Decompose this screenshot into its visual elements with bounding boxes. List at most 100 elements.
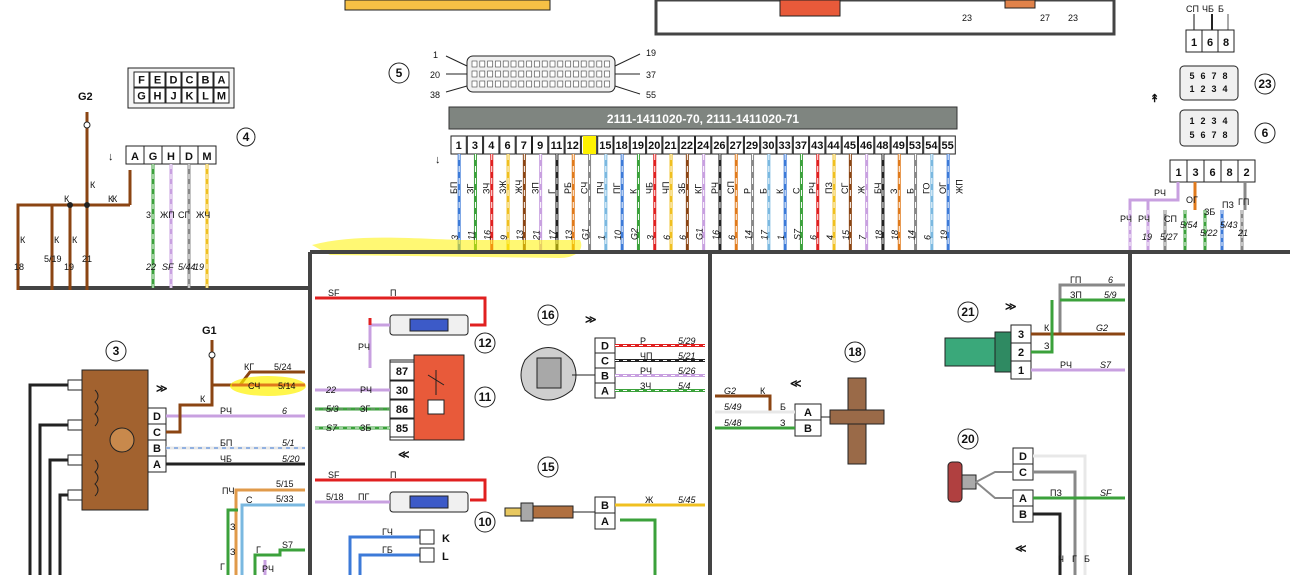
s21-number: 21: [961, 305, 975, 319]
c4-grid-cell: [213, 87, 230, 104]
s15-pin-A: A: [601, 516, 609, 528]
c3-code: РЧ: [220, 406, 232, 416]
c5-pin-cell: [495, 80, 501, 88]
g2-code-4: К: [20, 235, 26, 245]
c13682-code: ПЗ: [1222, 200, 1234, 210]
ecu-pin-3: 3: [472, 140, 478, 152]
c6-pin-3: 3: [1211, 116, 1216, 126]
ecu-pin-7: 7: [521, 140, 527, 152]
kl-label-l: L: [442, 551, 449, 563]
s18-arrow: ≪: [790, 378, 802, 390]
c23-pin-2: 2: [1200, 84, 1205, 94]
c4-grid-cell: [197, 87, 214, 104]
ecu-bottom-ref: 7: [858, 234, 868, 240]
c3-low-ref-2: 5/33: [276, 494, 294, 504]
r11-ref: 22: [325, 385, 336, 395]
c4-grid-cell: [213, 71, 230, 88]
c5-pin-cell: [510, 80, 517, 88]
c5-pin-cell: [596, 70, 603, 78]
s15-ref: 5/45: [678, 495, 697, 505]
c5-pin-cell: [604, 60, 610, 68]
s18-code: К: [760, 386, 766, 396]
c5-pin-cell: [565, 60, 571, 68]
ecu-pin-24: 24: [697, 140, 710, 152]
c5-pin-cell: [557, 80, 564, 88]
ecu-header: [448, 106, 958, 130]
c4-grid-J: J: [170, 91, 176, 103]
c4-grid-H: H: [154, 91, 162, 103]
c3-arrow: ≫: [156, 383, 168, 395]
ecu-title: 2111-1411020-70, 2111-1411020-71: [607, 112, 800, 126]
g2-ref-519: 5/19: [44, 254, 62, 264]
c13682-wire: [1128, 198, 1148, 210]
c13682-pin-2: 2: [1243, 167, 1249, 179]
c13682-code: ЗБ: [1204, 207, 1215, 217]
ecu-pin-22: 22: [681, 140, 693, 152]
c5-pin-cell: [541, 70, 548, 78]
c6-pin-5: 5: [1189, 130, 1194, 140]
s16-ref: 5/26: [678, 366, 696, 376]
ecu-code: ЧБ: [645, 182, 655, 194]
s20-ref: SF: [1100, 488, 1112, 498]
g1-label: G1: [202, 325, 217, 337]
ecu-pin-49: 49: [893, 140, 905, 152]
c3-number: 3: [113, 344, 120, 358]
ecu-bottom-ref: 13: [515, 230, 525, 240]
ecu-code: РБ: [563, 182, 573, 194]
kl-label-k: K: [442, 533, 450, 545]
highlight-mark: [312, 237, 582, 258]
r11-pin-86: 86: [396, 404, 408, 416]
c6-pin-7: 7: [1211, 130, 1216, 140]
ecu-bottom-ref: G1: [695, 228, 705, 240]
c23-pin-4: 4: [1222, 84, 1227, 94]
ecu-pin-26: 26: [713, 140, 725, 152]
c5-label-1: 1: [433, 50, 438, 60]
c23-arrow: ↟: [1150, 93, 1159, 105]
g2-code-3: К: [108, 194, 114, 204]
c4-grid-cell: [133, 87, 150, 104]
g2-ref-19: 19: [64, 262, 74, 272]
g1-code-sch: СЧ: [248, 381, 260, 391]
s18-ref: 5/48: [724, 418, 742, 428]
c5-pin-cell: [526, 60, 532, 68]
s21-wire-z: [1031, 300, 1054, 354]
c13682-code: СП: [1164, 214, 1177, 224]
s20-link: [975, 471, 1013, 483]
ecu-bottom-ref: 4: [825, 235, 835, 240]
s21-ref: 6: [1108, 275, 1113, 285]
c13682-ref: 5/43: [1220, 220, 1238, 230]
c4-grid-cell: [149, 71, 166, 88]
ecu-pin-48: 48: [876, 140, 888, 152]
c5-label-19: 19: [646, 48, 656, 58]
s16-pin-B: B: [601, 371, 609, 383]
c4-grid-cell: [181, 71, 198, 88]
ecu-bottom-ref: 6: [809, 235, 819, 240]
s16-code: ЧП: [640, 351, 652, 361]
c3-pin-B: B: [153, 443, 161, 455]
ecu-pin-29: 29: [746, 140, 758, 152]
c4-pin-G: G: [149, 151, 158, 163]
c4-code: СГ: [178, 210, 189, 220]
c5-pin-cell: [580, 60, 587, 68]
c5-pin-cell: [487, 60, 493, 68]
fuse-10: SF П 5/18 ПГ 10: [315, 470, 496, 533]
c168-pin-cell: [1217, 29, 1235, 53]
c5-pin-cell: [518, 60, 525, 68]
c5-pin-cell: [565, 70, 571, 78]
c4-grid-A: A: [218, 75, 226, 87]
c5-pin-cell: [557, 70, 564, 78]
r11-code: ЗБ: [360, 423, 371, 433]
c5-pin-cell: [588, 80, 595, 88]
c13682-ref: 19: [1142, 232, 1152, 242]
s18-ref: G2: [724, 386, 736, 396]
c4-arrow: ↓: [108, 151, 114, 163]
s16-ref: 5/21: [678, 351, 696, 361]
f10-number: 10: [478, 515, 492, 529]
c23-circle: [1254, 73, 1276, 95]
c13682-code: РЧ: [1154, 188, 1166, 198]
